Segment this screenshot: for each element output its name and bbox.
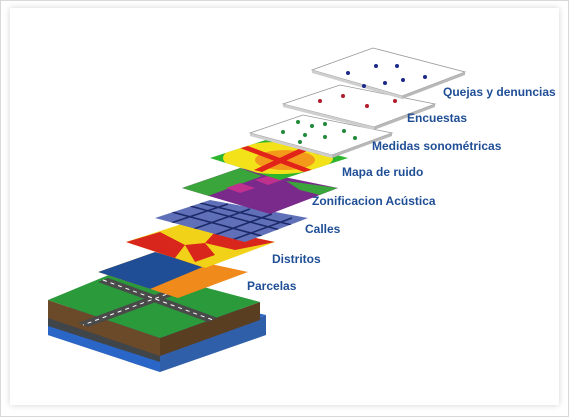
survey-point xyxy=(318,99,322,103)
survey-point xyxy=(341,94,345,98)
label-mapa: Mapa de ruido xyxy=(342,165,423,179)
label-encuestas: Encuestas xyxy=(407,111,467,125)
base-terrain-block xyxy=(48,267,266,372)
measure-point xyxy=(342,129,346,133)
label-distritos: Distritos xyxy=(272,252,321,266)
measure-point xyxy=(353,136,357,140)
complaint-point xyxy=(374,64,378,68)
complaint-point xyxy=(423,75,427,79)
complaint-point xyxy=(401,78,405,82)
label-quejas: Quejas y denuncias xyxy=(443,85,556,99)
measure-point xyxy=(303,133,307,137)
complaint-point xyxy=(395,64,399,68)
survey-point xyxy=(365,104,369,108)
complaint-point xyxy=(383,81,387,85)
label-calles: Calles xyxy=(305,222,341,236)
measure-point xyxy=(310,124,314,128)
measure-point xyxy=(296,120,300,124)
layer-encuestas xyxy=(281,84,437,130)
label-zonificacion: Zonificacion Acústica xyxy=(312,194,436,208)
layer-quejas xyxy=(310,47,467,99)
measure-point xyxy=(323,135,327,139)
layer-parcelas xyxy=(98,252,248,298)
measure-point xyxy=(298,140,302,144)
complaint-point xyxy=(346,71,350,75)
complaint-point xyxy=(362,84,366,88)
survey-point xyxy=(393,99,397,103)
measure-point xyxy=(323,122,327,126)
label-medidas: Medidas sonométricas xyxy=(372,139,502,153)
label-parcelas: Parcelas xyxy=(247,279,297,293)
measure-point xyxy=(281,130,285,134)
layer-calles xyxy=(155,200,308,242)
